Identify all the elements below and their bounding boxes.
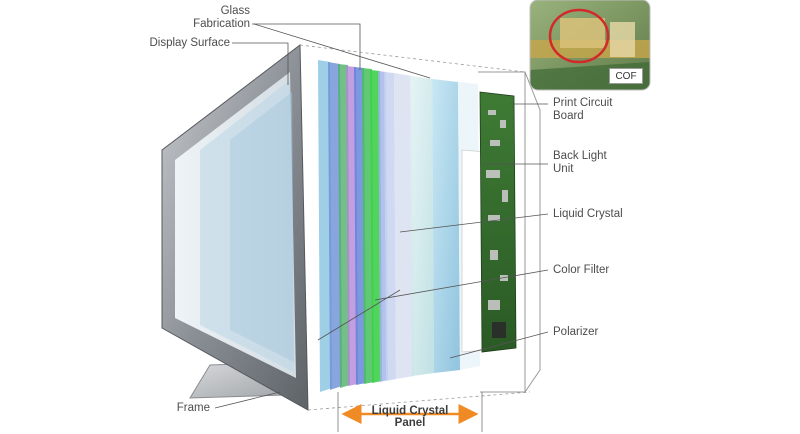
label-liquid-crystal: Liquid Crystal (553, 208, 623, 220)
label-glass-fabrication: Glass Fabrication (193, 5, 250, 30)
monitor-frame (161, 44, 309, 411)
label-print-circuit-board: Print Circuit Board (553, 97, 613, 122)
callout-lines (214, 23, 549, 409)
panel-dimension-arrow (337, 392, 483, 432)
cof-highlight-circle (548, 8, 610, 64)
label-polarizer: Polarizer (553, 326, 599, 338)
label-liquid-crystal-panel: Liquid Crystal Panel (371, 405, 449, 429)
label-back-light-unit: Back Light Unit (553, 150, 607, 175)
label-frame: Frame (176, 402, 210, 414)
label-color-filter: Color Filter (553, 264, 610, 276)
label-display-surface: Display Surface (149, 37, 230, 49)
back-cover (478, 71, 541, 393)
label-cof: COF (609, 68, 643, 84)
color-filter-layers (318, 60, 396, 392)
